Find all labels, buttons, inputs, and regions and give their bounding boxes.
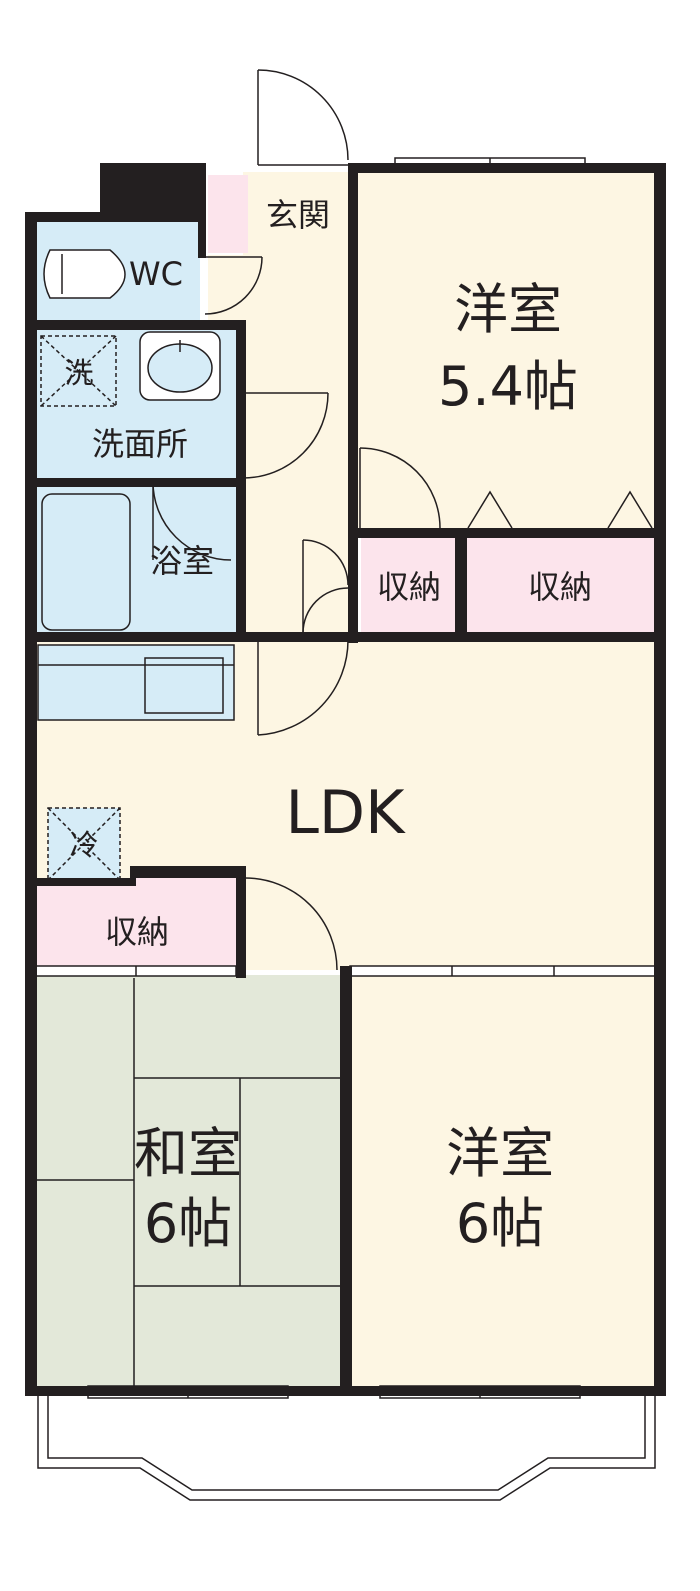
wall-storage-c-top-left xyxy=(36,878,136,886)
hall-floor xyxy=(208,255,248,325)
storage-b-floor xyxy=(465,538,658,633)
wall-wet-right xyxy=(236,320,246,638)
label-western-top-name: 洋室 xyxy=(454,278,562,341)
western-room-bottom-floor xyxy=(347,975,658,1390)
bathtub-icon xyxy=(41,493,131,631)
entrance-tile xyxy=(208,175,248,253)
label-entrance: 玄関 xyxy=(266,196,330,234)
wall-storage-c-right xyxy=(236,866,246,978)
label-storage-b: 収納 xyxy=(528,568,592,606)
fixtures xyxy=(37,249,235,881)
japanese-room-floor xyxy=(36,975,340,1390)
western-room-top-floor xyxy=(355,172,658,532)
wall-corridor-right xyxy=(348,163,358,643)
storage-c-floor xyxy=(36,878,238,966)
label-japanese-size: 6帖 xyxy=(144,1192,232,1255)
toilet-icon xyxy=(43,249,126,299)
wall-top-right xyxy=(348,163,666,173)
wall-washroom-bottom xyxy=(25,478,240,487)
label-japanese-name: 和室 xyxy=(134,1122,242,1185)
wall-storage-top xyxy=(350,528,665,538)
label-storage-a: 収納 xyxy=(377,568,441,606)
wall-storage-divider xyxy=(455,528,467,638)
label-refrigerator: 冷 xyxy=(69,828,98,862)
balcony-inner xyxy=(47,1396,646,1491)
kitchen-sink-icon xyxy=(144,657,224,714)
label-bathroom: 浴室 xyxy=(150,542,214,580)
door-swings xyxy=(152,69,653,971)
wall-wc-top xyxy=(25,212,205,222)
wall-ldk-top xyxy=(25,632,665,642)
floor-fills xyxy=(36,172,658,1390)
wall-top-left-block xyxy=(100,163,205,218)
label-ldk: LDK xyxy=(286,778,407,848)
label-western-top-size: 5.4帖 xyxy=(438,355,578,418)
label-wc: WC xyxy=(129,255,183,293)
tatami-lines xyxy=(36,978,340,1386)
wall-bedroom-divider xyxy=(340,966,352,1396)
storage-a-floor xyxy=(361,538,457,633)
wall-entrance-left xyxy=(198,163,206,258)
label-western-bottom-name: 洋室 xyxy=(446,1122,554,1185)
label-western-bottom-size: 6帖 xyxy=(456,1192,544,1255)
corridor-floor xyxy=(243,172,355,637)
wall-storage-c-top xyxy=(130,866,245,878)
wall-wc-bottom xyxy=(25,320,245,330)
walls xyxy=(25,163,666,1396)
sliding-door-western xyxy=(349,965,657,977)
wall-right xyxy=(654,163,666,1393)
balcony xyxy=(37,1396,656,1501)
label-storage-c: 収納 xyxy=(105,913,169,951)
label-washroom: 洗面所 xyxy=(92,425,188,463)
label-washing-machine: 洗 xyxy=(64,356,93,390)
wall-left xyxy=(25,212,37,1392)
